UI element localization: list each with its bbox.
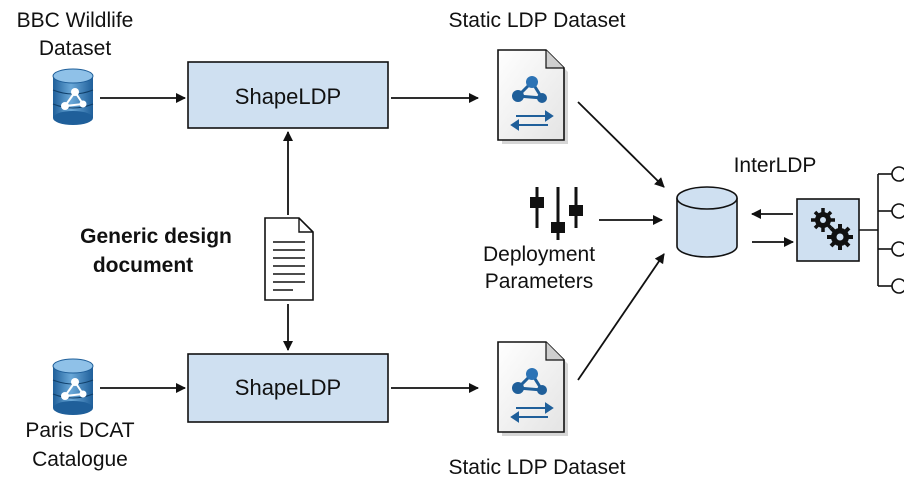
arrow-dataset-top-to-store — [577, 101, 665, 188]
shapeldp-box-bottom: ShapeLDP — [187, 353, 389, 423]
ldp-store-cylinder — [676, 186, 738, 258]
shapeldp-top-label: ShapeLDP — [235, 84, 341, 109]
bbc-label-line1: BBC Wildlife — [17, 9, 134, 32]
design-document-icon — [264, 217, 314, 301]
arrow-dataset-bottom-to-store — [577, 253, 665, 381]
deployment-label-line2: Parameters — [485, 270, 594, 293]
static-dataset-bottom-icon — [497, 341, 568, 436]
static-dataset-top-label: Static LDP Dataset — [448, 9, 625, 32]
interldp-label: InterLDP — [734, 154, 817, 177]
paris-database-icon — [52, 358, 94, 415]
connectors — [100, 93, 794, 393]
sliders-icon — [530, 187, 583, 240]
shapeldp-box-top: ShapeLDP — [187, 61, 389, 129]
api-endpoints-icon — [859, 166, 904, 294]
gears-icon — [811, 208, 853, 250]
paris-label-line2: Catalogue — [32, 448, 128, 471]
design-doc-label-line1: Generic design — [80, 225, 232, 248]
deployment-label-line1: Deployment — [483, 243, 595, 266]
shapeldp-bottom-label: ShapeLDP — [235, 375, 341, 400]
bbc-label-line2: Dataset — [39, 37, 112, 60]
bbc-database-icon — [52, 68, 94, 125]
design-doc-label-line2: document — [93, 254, 193, 277]
static-dataset-bottom-label: Static LDP Dataset — [448, 456, 625, 479]
static-dataset-top-icon — [497, 49, 568, 144]
paris-label-line1: Paris DCAT — [25, 419, 134, 442]
interldp-server — [796, 166, 904, 294]
